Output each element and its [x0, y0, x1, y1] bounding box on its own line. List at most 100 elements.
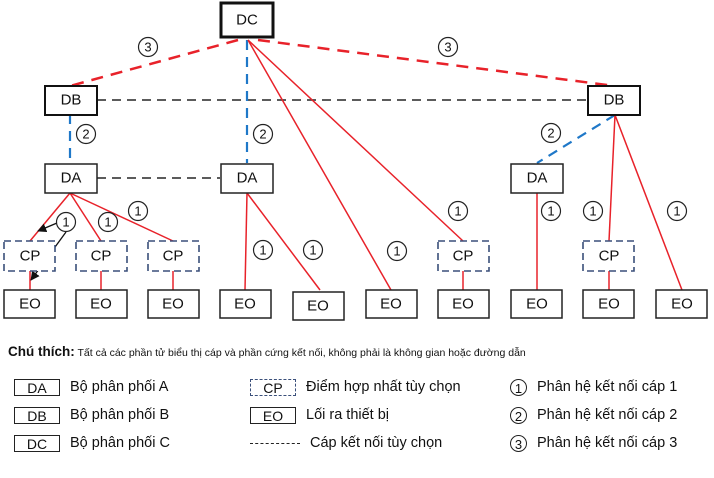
marker-2-dc-da2-text: 2: [259, 127, 266, 142]
legend-item-sub3: 3 Phân hệ kết nối cáp 3: [510, 432, 677, 454]
note-text: Tất cả các phần tử biểu thị cáp và phần …: [77, 347, 526, 359]
node-da-2: DA: [220, 163, 274, 194]
circled-2-icon: 2: [510, 406, 527, 424]
node-eo-3-label: EO: [162, 296, 184, 313]
marker-1-h-text: 1: [547, 204, 554, 219]
cable-level3-dc-db-right: [257, 38, 616, 88]
marker-1-d: 1: [252, 239, 274, 261]
legend-cp-symbol: CP: [250, 378, 296, 396]
marker-2-db-da3: 2: [540, 122, 562, 144]
node-db-left: DB: [44, 85, 98, 116]
note-label: Chú thích:: [8, 344, 75, 359]
marker-1-b: 1: [97, 211, 119, 233]
node-eo-3: EO: [147, 289, 200, 319]
circled-3-icon: 3: [510, 434, 527, 452]
marker-3-right-text: 3: [444, 40, 451, 55]
marker-2-db-da3-text: 2: [547, 126, 554, 141]
marker-1-c: 1: [127, 200, 149, 222]
level1-cables: [29, 39, 683, 291]
legend-da-symbol: DA: [14, 378, 60, 396]
cabling-topology-diagram: DC DB DB DA DA DA CP CP CP CP CP: [3, 1, 708, 321]
node-eo-7-label: EO: [452, 296, 474, 313]
legend-item-optional-cable: Cáp kết nối tùy chọn: [250, 432, 442, 454]
node-da-1-label: DA: [61, 170, 82, 187]
node-da-2-label: DA: [237, 170, 258, 187]
annotation-arrow-to-cable: [37, 222, 58, 233]
marker-3-left: 3: [137, 36, 159, 58]
cable-da1-cp1: [29, 192, 71, 242]
node-eo-7: EO: [437, 289, 490, 319]
marker-3-left-text: 3: [144, 40, 151, 55]
legend-eo-label: Lối ra thiết bị: [306, 407, 390, 423]
legend-sub3-label: Phân hệ kết nối cáp 3: [537, 435, 678, 451]
dashed-line-icon: [250, 442, 300, 444]
marker-2-db-da1: 2: [75, 123, 97, 145]
node-cp-1: CP: [3, 240, 56, 272]
node-eo-2: EO: [75, 289, 128, 319]
circled-1-icon: 1: [510, 378, 527, 396]
legend-cp-label: Điểm hợp nhất tùy chọn: [306, 379, 461, 395]
marker-1-j-text: 1: [673, 204, 680, 219]
node-eo-6: EO: [365, 289, 418, 319]
legend-item-eo: EO Lối ra thiết bị: [250, 404, 389, 426]
marker-1-c-text: 1: [134, 204, 141, 219]
node-cp-2: CP: [75, 240, 128, 272]
marker-3-right: 3: [437, 36, 459, 58]
cable-da1-cp2: [69, 192, 102, 242]
legend-da-label: Bộ phân phối A: [70, 379, 169, 395]
node-eo-9-label: EO: [598, 296, 620, 313]
node-cp-4: CP: [437, 240, 490, 272]
cable-level2-db-da3: [536, 114, 616, 164]
node-eo-5: EO: [292, 291, 345, 321]
marker-1-i: 1: [582, 200, 604, 222]
node-eo-10-label: EO: [671, 296, 693, 313]
node-da-3: DA: [510, 163, 564, 194]
legend-eo-symbol: EO: [250, 406, 296, 424]
marker-1-b-text: 1: [104, 215, 111, 230]
legend-item-dc: DC Bộ phân phối C: [14, 432, 170, 454]
node-cp-2-label: CP: [91, 248, 112, 265]
diagram-note: Chú thích: Tất cả các phần tử biểu thị c…: [8, 344, 708, 361]
legend-dc-label: Bộ phân phối C: [70, 435, 170, 451]
cable-level3-dc-db-left: [69, 38, 239, 88]
node-cp-4-label: CP: [453, 248, 474, 265]
legend-item-sub1: 1 Phân hệ kết nối cáp 1: [510, 376, 677, 398]
node-eo-1-label: EO: [19, 296, 41, 313]
legend-sub2-label: Phân hệ kết nối cáp 2: [537, 407, 678, 423]
cable-dc-eo6: [247, 39, 392, 291]
node-db-right: DB: [587, 85, 641, 116]
node-eo-6-label: EO: [380, 296, 402, 313]
node-eo-8: EO: [510, 289, 563, 319]
node-eo-4: EO: [219, 289, 272, 319]
node-cp-3: CP: [147, 240, 200, 272]
node-cp-5: CP: [582, 240, 635, 272]
node-eo-8-label: EO: [526, 296, 548, 313]
legend-dc-symbol: DC: [14, 434, 60, 452]
node-eo-1: EO: [3, 289, 56, 319]
marker-1-a-text: 1: [62, 215, 69, 230]
marker-1-g: 1: [447, 200, 469, 222]
marker-2-dc-da2: 2: [252, 123, 274, 145]
marker-1-j: 1: [666, 200, 688, 222]
node-eo-4-label: EO: [234, 296, 256, 313]
legend: DA Bộ phân phối A DB Bộ phân phối B DC B…: [0, 370, 714, 470]
legend-item-cp: CP Điểm hợp nhất tùy chọn: [250, 376, 461, 398]
node-cp-1-label: CP: [20, 248, 41, 265]
legend-optional-label: Cáp kết nối tùy chọn: [310, 435, 443, 451]
marker-1-a: 1: [55, 211, 77, 233]
node-dc: DC: [219, 1, 275, 39]
node-eo-10: EO: [655, 289, 708, 319]
cable-da2-eo4: [244, 192, 248, 291]
marker-1-d-text: 1: [259, 243, 266, 258]
legend-item-sub2: 2 Phân hệ kết nối cáp 2: [510, 404, 677, 426]
legend-db-symbol: DB: [14, 406, 60, 424]
legend-item-db: DB Bộ phân phối B: [14, 404, 169, 426]
node-da-1: DA: [44, 163, 98, 194]
marker-1-g-text: 1: [454, 204, 461, 219]
cable-da2-eo5: [246, 192, 321, 291]
node-db-left-label: DB: [61, 92, 82, 109]
node-eo-5-label: EO: [307, 298, 329, 315]
legend-sub1-label: Phân hệ kết nối cáp 1: [537, 379, 678, 395]
marker-1-f: 1: [386, 240, 408, 262]
legend-db-label: Bộ phân phối B: [70, 407, 170, 423]
